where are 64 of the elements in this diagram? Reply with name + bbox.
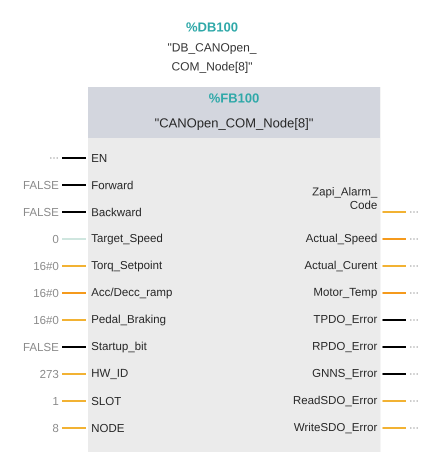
parameter-value: ...	[410, 427, 418, 429]
parameter-value: 16#0	[34, 262, 58, 270]
input-pin-label: Backward	[92, 208, 141, 216]
wire	[62, 184, 86, 186]
wire	[382, 292, 406, 294]
input-pin-label: Forward	[92, 180, 133, 190]
parameter-value: ...	[410, 319, 418, 321]
output-pin-label: GNNS_Error	[312, 368, 378, 380]
parameter-value: ...	[410, 238, 418, 240]
wire	[382, 238, 406, 240]
wire	[382, 346, 406, 348]
output-pin-label: Actual_Curent	[304, 260, 378, 272]
input-pin-label: EN	[92, 154, 106, 162]
input-pin-label: Startup_bit	[92, 342, 147, 352]
output-pin-label: WriteSDO_Error	[294, 422, 378, 434]
output-pin-label: TPDO_Error	[314, 314, 378, 326]
wire	[62, 211, 86, 213]
wire	[62, 373, 86, 375]
db-name: "DB_CANOpen_ COM_Node[8]"	[168, 43, 257, 73]
wire	[382, 373, 406, 375]
wire	[382, 319, 406, 321]
wire	[382, 427, 406, 429]
input-pin-label: HW_ID	[92, 368, 128, 380]
parameter-value: 16#0	[34, 316, 58, 324]
fb-address: %FB100	[209, 93, 259, 103]
output-pin-label: Zapi_Alarm_ Code	[312, 187, 378, 209]
wire	[382, 400, 406, 402]
wire	[62, 319, 86, 321]
wire	[62, 265, 86, 267]
wire	[62, 238, 86, 240]
db-address: %DB100	[186, 22, 238, 32]
wire	[62, 157, 86, 159]
wire	[62, 400, 86, 402]
wire	[382, 265, 406, 267]
output-pin-label: RPDO_Error	[313, 342, 378, 352]
parameter-value: ...	[410, 292, 418, 294]
parameter-value: ...	[410, 265, 418, 267]
wire	[382, 211, 406, 213]
parameter-value: FALSE	[24, 208, 58, 216]
input-pin-label: Acc/Decc_ramp	[91, 288, 172, 298]
wire	[62, 346, 86, 348]
fb-name: "CANOpen_COM_Node[8]"	[155, 118, 313, 130]
parameter-value: 8	[52, 424, 58, 432]
parameter-value: ...	[50, 157, 58, 159]
output-pin-label: ReadSDO_Error	[294, 396, 378, 406]
parameter-value: FALSE	[24, 180, 58, 190]
parameter-value: 0	[52, 234, 58, 244]
input-pin-label: Target_Speed	[91, 234, 162, 244]
wire	[62, 427, 86, 429]
input-pin-label: Torq_Setpoint	[91, 260, 162, 272]
wire	[62, 292, 86, 294]
parameter-value: 16#0	[34, 288, 58, 298]
parameter-value: ...	[410, 400, 418, 402]
input-pin-label: Pedal_Braking	[92, 314, 166, 326]
parameter-value: ...	[410, 373, 418, 375]
input-pin-label: SLOT	[92, 396, 121, 406]
output-pin-label: Motor_Temp	[314, 288, 377, 298]
parameter-value: FALSE	[24, 342, 58, 352]
input-pin-label: NODE	[92, 424, 124, 432]
parameter-value: ...	[410, 211, 418, 213]
parameter-value: 1	[53, 397, 58, 405]
parameter-value: 273	[40, 370, 58, 378]
parameter-value: ...	[410, 346, 418, 348]
output-pin-label: Actual_Speed	[306, 234, 377, 244]
